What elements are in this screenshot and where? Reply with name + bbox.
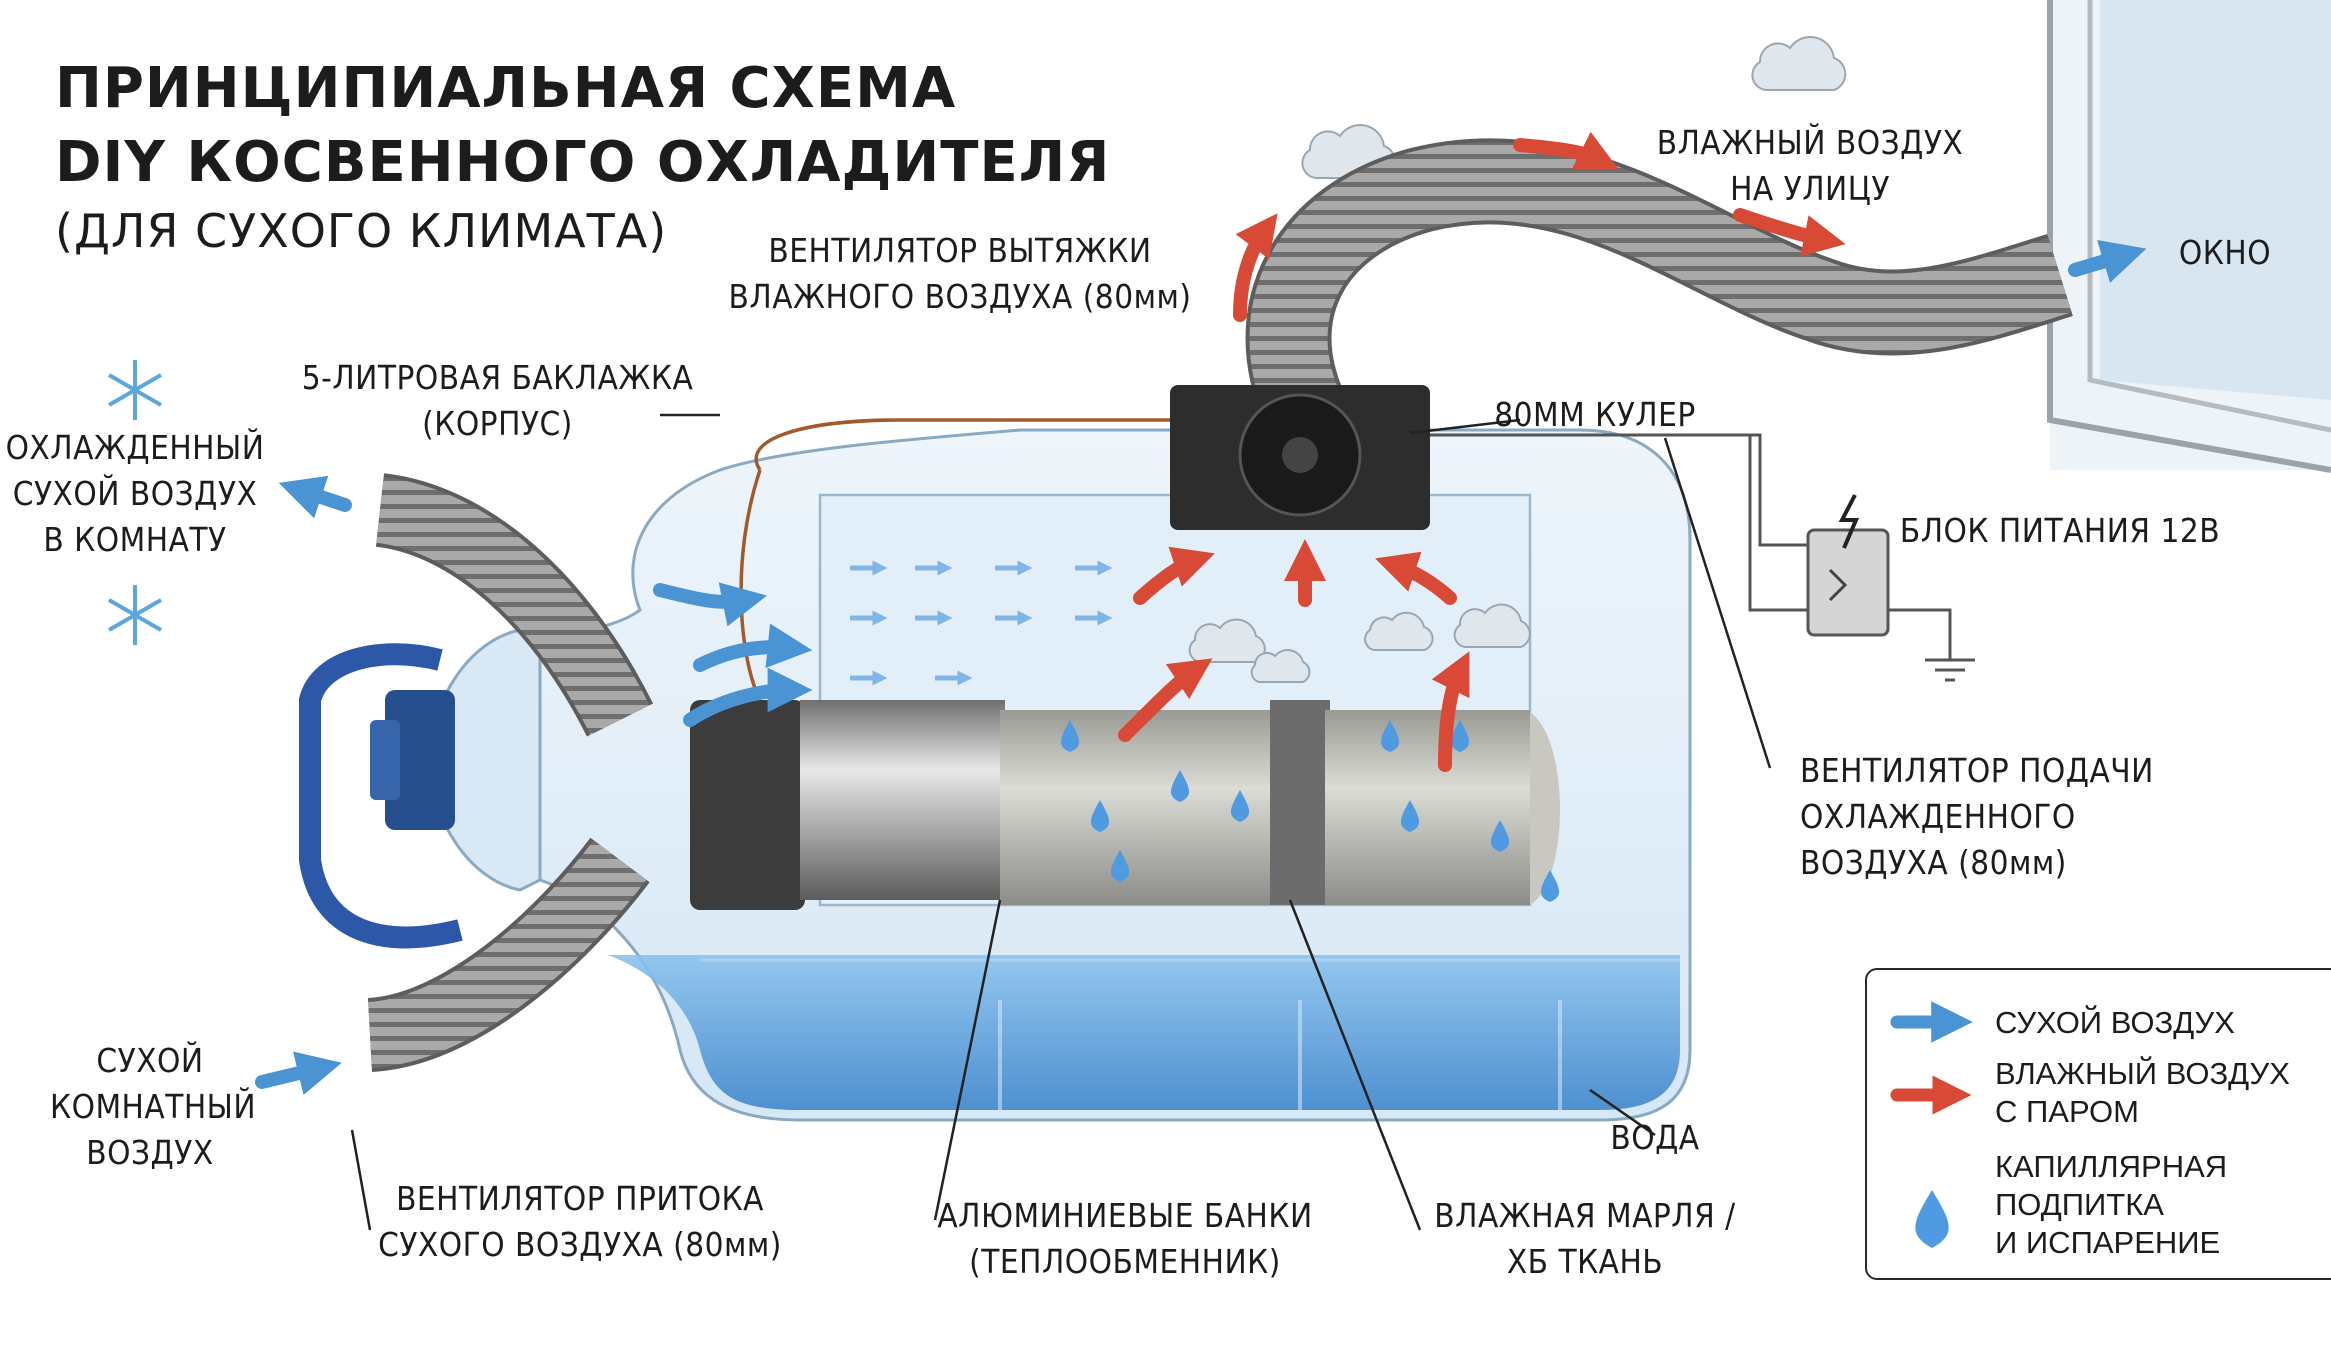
legend-symbols xyxy=(1890,1001,1973,1248)
legend-capillary: КАПИЛЛЯРНАЯ ПОДПИТКА И ИСПАРЕНИЕ xyxy=(1995,1149,2228,1260)
label-bottle: 5-ЛИТРОВАЯ БАКЛАЖКА (КОРПУС) xyxy=(301,358,694,443)
label-cans: АЛЮМИНИЕВЫЕ БАНКИ (ТЕПЛООБМЕННИК) xyxy=(937,1196,1313,1281)
red-arrows xyxy=(1118,131,1846,772)
legend-humid-air: ВЛАЖНЫЙ ВОЗДУХ С ПАРОМ xyxy=(1995,1056,2290,1129)
diagram-title: ПРИНЦИПИАЛЬНАЯ СХЕМА DIY КОСВЕННОГО ОХЛА… xyxy=(55,52,1110,262)
label-exhaust-fan: ВЕНТИЛЯТОР ВЫТЯЖКИ ВЛАЖНОГО ВОЗДУХА (80м… xyxy=(728,231,1192,316)
legend-dry-air: СУХОЙ ВОЗДУХ xyxy=(1995,1005,2235,1040)
blue-arrows xyxy=(255,239,2147,1096)
label-gauze: ВЛАЖНАЯ МАРЛЯ / ХБ ТКАНЬ xyxy=(1434,1196,1736,1281)
title-line-2: DIY КОСВЕННОГО ОХЛАДИТЕЛЯ xyxy=(55,130,1111,195)
exhaust-fan xyxy=(1170,385,1430,530)
window-frame xyxy=(2047,0,2331,473)
label-room-air: СУХОЙ КОМНАТНЫЙ ВОЗДУХ xyxy=(50,1041,257,1172)
leader-lines xyxy=(350,413,1772,1231)
label-window: ОКНО xyxy=(2178,233,2272,272)
snowflake-icon xyxy=(108,360,162,645)
flex-hoses xyxy=(366,138,2073,1072)
dry-air-flow xyxy=(850,560,1113,686)
lightning-icon xyxy=(1838,494,1860,549)
label-humid-out: ВЛАЖНЫЙ ВОЗДУХ НА УЛИЦУ xyxy=(1656,123,1964,208)
label-cooled-air: ОХЛАЖДЕННЫЙ СУХОЙ ВОЗДУХ В КОМНАТУ xyxy=(5,428,265,559)
label-water: ВОДА xyxy=(1610,1118,1700,1157)
legend-box: СУХОЙ ВОЗДУХ ВЛАЖНЫЙ ВОЗДУХ С ПАРОМ КАПИ… xyxy=(1865,968,2331,1280)
title-line-3: (ДЛЯ СУХОГО КЛИМАТА) xyxy=(55,204,668,258)
power-supply xyxy=(1806,494,1890,637)
label-psu: БЛОК ПИТАНИЯ 12В xyxy=(1899,511,2221,550)
title-line-1: ПРИНЦИПИАЛЬНАЯ СХЕМА xyxy=(55,56,957,121)
label-supply-fan: ВЕНТИЛЯТОР ПОДАЧИ ОХЛАЖДЕННОГО ВОЗДУХА (… xyxy=(1800,751,2154,882)
gauze-drops xyxy=(1060,720,1560,902)
water-drop-icon xyxy=(1915,1190,1949,1248)
label-cooler: 80ММ КУЛЕР xyxy=(1494,395,1696,434)
label-intake-fan: ВЕНТИЛЯТОР ПРИТОКА СУХОГО ВОЗДУХА (80мм) xyxy=(378,1179,782,1264)
